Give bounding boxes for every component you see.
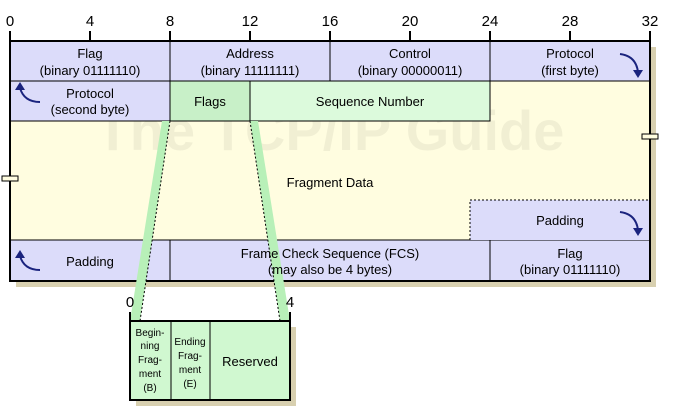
detail-tick: 0 bbox=[126, 294, 134, 311]
field-sequence-number bbox=[249, 80, 491, 122]
protocol-label: Protocol bbox=[546, 46, 594, 61]
begin-text: ning bbox=[141, 341, 160, 352]
flags-label: Flags bbox=[194, 94, 226, 109]
control-label: Control bbox=[389, 46, 431, 61]
flag-last-label: Flag bbox=[557, 246, 582, 261]
begin-text: Begin- bbox=[136, 328, 165, 339]
reserved-label: Reserved bbox=[222, 354, 278, 369]
address-label: Address bbox=[226, 46, 274, 61]
ruler-tick-label: 4 bbox=[86, 13, 94, 30]
flag-value: (binary 01111110) bbox=[40, 63, 141, 78]
protocol2-label: Protocol bbox=[66, 86, 114, 101]
ruler-tick-label: 16 bbox=[322, 13, 339, 30]
end-text: ment bbox=[179, 365, 201, 376]
ruler-tick-label: 12 bbox=[242, 13, 259, 30]
ruler-tick-label: 28 bbox=[562, 13, 579, 30]
end-text: Frag- bbox=[178, 351, 202, 362]
break-marks bbox=[1, 133, 659, 182]
ruler-tick-label: 8 bbox=[166, 13, 174, 30]
flag-last-value: (binary 01111110) bbox=[520, 262, 621, 277]
bit-ruler: 0 4 8 12 16 20 24 28 32 bbox=[6, 13, 659, 42]
field-padding bbox=[470, 200, 650, 240]
continue-arrow-icon bbox=[619, 53, 639, 73]
continue-arrow-icon bbox=[19, 255, 41, 271]
field-fcs bbox=[169, 239, 491, 282]
address-value: (binary 11111111) bbox=[201, 63, 300, 78]
fcs-label: Frame Check Sequence (FCS) bbox=[241, 246, 419, 261]
field-flag-last bbox=[489, 239, 651, 282]
sequence-label: Sequence Number bbox=[316, 94, 425, 109]
expansion-band-left bbox=[130, 121, 170, 321]
begin-text: (B) bbox=[143, 383, 156, 394]
continue-arrow-icon bbox=[19, 87, 41, 103]
frame-border bbox=[9, 40, 651, 282]
continue-arrow-icon bbox=[619, 211, 639, 231]
expansion-band-right bbox=[250, 121, 290, 321]
detail-tick: 4 bbox=[286, 294, 294, 311]
ruler-tick-label: 0 bbox=[6, 13, 14, 30]
begin-text: Frag- bbox=[138, 355, 162, 366]
bits-reserved bbox=[209, 320, 291, 401]
ruler-tick-label: 32 bbox=[642, 13, 659, 30]
ruler-tick-label: 24 bbox=[482, 13, 499, 30]
padding-last-label: Padding bbox=[66, 254, 114, 269]
begin-text: ment bbox=[139, 369, 161, 380]
field-flags bbox=[169, 80, 251, 122]
padding-label: Padding bbox=[536, 213, 584, 228]
flag-label: Flag bbox=[77, 46, 102, 61]
protocol2-note: (second byte) bbox=[51, 102, 130, 117]
end-text: Ending bbox=[174, 337, 205, 348]
fcs-note: (may also be 4 bytes) bbox=[268, 262, 392, 277]
end-text: (E) bbox=[183, 379, 196, 390]
control-value: (binary 00000011) bbox=[358, 63, 463, 78]
fragment-data-label: Fragment Data bbox=[287, 175, 374, 190]
field-control bbox=[329, 40, 491, 82]
protocol-note: (first byte) bbox=[541, 63, 599, 78]
ruler-tick-label: 20 bbox=[402, 13, 419, 30]
